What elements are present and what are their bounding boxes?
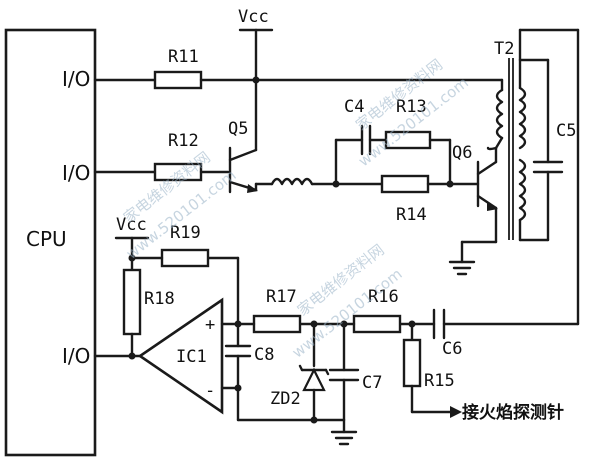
r17-label: R17 [266,287,297,307]
io-label-2: I/O [62,161,90,185]
r11-label: R11 [168,47,199,67]
c8-label: C8 [254,345,274,365]
inductor [270,177,314,186]
resistor-r15 [402,338,422,388]
q5-label: Q5 [228,119,248,139]
resistor-r12 [153,162,203,182]
r14-label: R14 [396,205,427,225]
c5-label: C5 [556,121,576,141]
ground-symbol-right [448,260,476,276]
resistor-r17 [252,314,302,334]
vcc-left-label: Vcc [116,215,147,235]
c7-label: C7 [362,373,382,393]
r19-label: R19 [170,223,201,243]
capacitor-c6 [432,308,446,340]
resistor-r11 [153,70,203,90]
transistor-q6 [476,160,498,211]
t2-label: T2 [494,39,514,59]
transformer-secondary [518,86,527,222]
resistor-r13 [384,130,432,150]
io-label-3: I/O [62,344,90,368]
r18-label: R18 [144,289,175,309]
resistor-r14 [380,174,430,194]
io-label-1: I/O [62,67,90,91]
q6-label: Q6 [452,143,472,163]
capacitor-c5 [532,160,564,174]
c4-label: C4 [344,97,364,117]
ic1-label: IC1 [176,347,207,367]
opamp-minus-label: - [205,381,215,401]
vcc-top-label: Vcc [238,7,269,27]
cpu-label: CPU [26,227,67,251]
capacitor-c8 [224,344,252,358]
resistor-r16 [352,314,402,334]
r16-label: R16 [368,287,399,307]
resistor-r19 [160,248,210,268]
ground-symbol-bottom [330,430,358,446]
opamp-ic1 [137,297,224,415]
c6-label: C6 [442,339,462,359]
probe-label: 接火焰探测针 [462,402,564,423]
resistor-r18 [122,268,142,336]
capacitor-c7 [328,368,360,382]
opamp-plus-label: + [205,315,215,335]
transformer-primary [495,88,504,140]
r13-label: R13 [396,97,427,117]
r12-label: R12 [168,131,199,151]
r15-label: R15 [424,371,455,391]
cpu-block [4,28,97,457]
transistor-q5 [228,146,258,194]
zener-diode-zd2 [298,364,330,392]
zd2-label: ZD2 [270,389,301,409]
